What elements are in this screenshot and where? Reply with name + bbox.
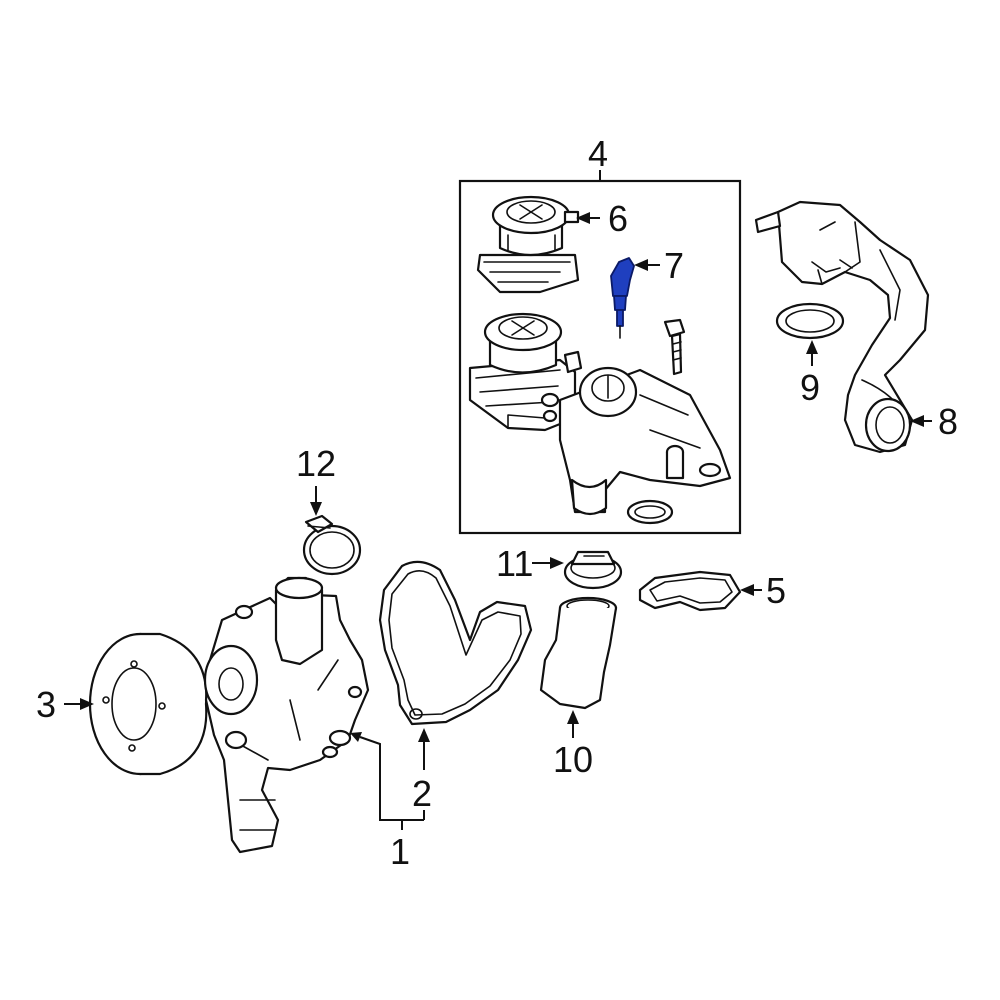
- arrow-3: [80, 698, 94, 710]
- arrow-2: [418, 728, 430, 742]
- bolt: [663, 318, 686, 376]
- o-ring-part-9[interactable]: [775, 302, 845, 340]
- callout-6: 6: [608, 198, 628, 239]
- pump-gasket-part-2[interactable]: [378, 560, 533, 726]
- leader-1: [359, 736, 424, 830]
- housing-assembly-part-4[interactable]: [468, 312, 732, 525]
- callout-4: 4: [588, 133, 608, 174]
- arrow-8: [910, 415, 924, 427]
- reservoir-cap-part-6[interactable]: [476, 195, 580, 294]
- upper-hose-part-8[interactable]: [754, 200, 930, 454]
- arrow-6: [576, 212, 590, 224]
- callout-2: 2: [412, 773, 432, 814]
- arrow-9: [806, 340, 818, 354]
- arrow-12: [310, 502, 322, 516]
- callout-7: 7: [664, 245, 684, 286]
- arrow-11: [550, 557, 564, 569]
- clamp-part-11[interactable]: [563, 550, 623, 590]
- callout-1: 1: [390, 831, 410, 872]
- arrow-7: [634, 259, 648, 271]
- callout-3: 3: [36, 684, 56, 725]
- lower-hose-part-10[interactable]: [539, 596, 618, 710]
- callout-9: 9: [800, 367, 820, 408]
- gasket-part-5[interactable]: [638, 570, 742, 612]
- callout-10: 10: [553, 739, 593, 780]
- clamp-part-12[interactable]: [302, 514, 362, 576]
- callout-8: 8: [938, 401, 958, 442]
- sensor-part-7[interactable]: [610, 257, 635, 339]
- pulley-part-3[interactable]: [88, 632, 208, 776]
- callout-11: 11: [496, 543, 533, 584]
- water-pump-part-1[interactable]: [203, 576, 370, 854]
- arrow-10: [567, 710, 579, 724]
- arrow-1: [350, 732, 362, 742]
- callout-5: 5: [766, 570, 786, 611]
- callout-12: 12: [296, 443, 336, 484]
- arrow-5: [740, 584, 754, 596]
